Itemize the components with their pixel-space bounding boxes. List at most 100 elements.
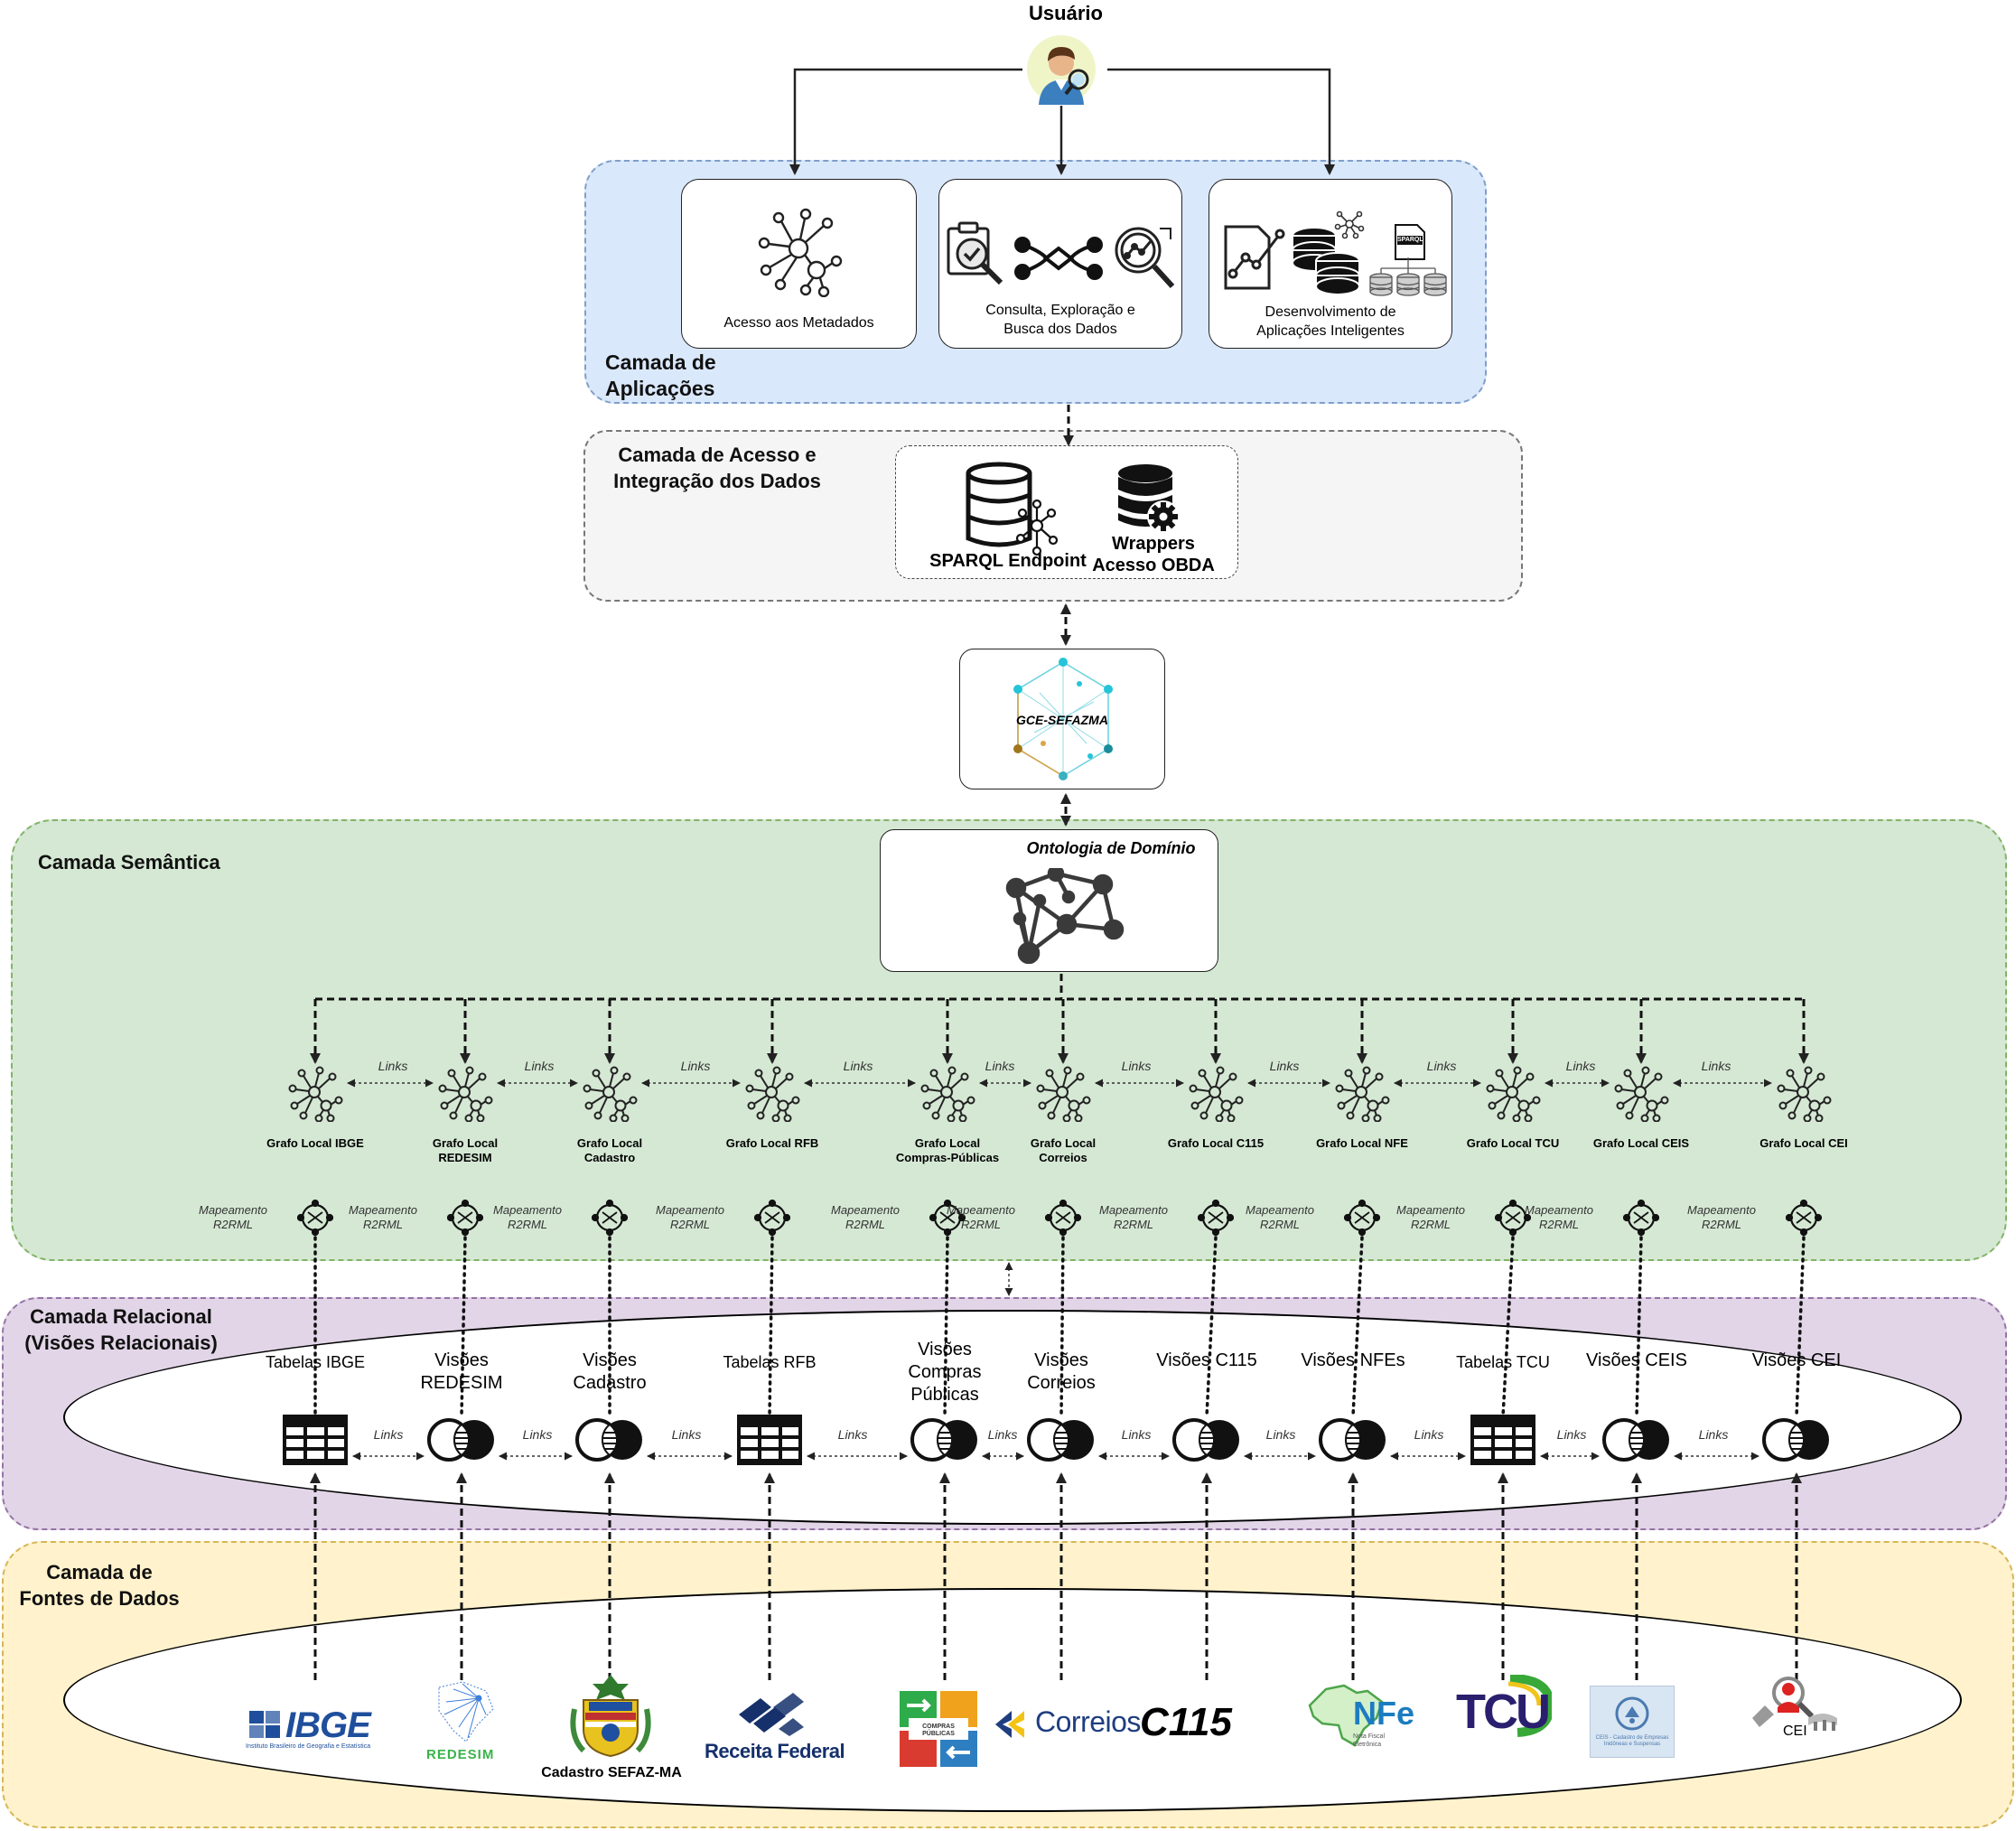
knowledge-graph-icon <box>1007 657 1119 783</box>
relational-view-label: Visões REDESIM <box>420 1350 503 1393</box>
intelligent-apps-box[interactable]: SPARQL Desenvolvimento de Aplicações Int… <box>1209 179 1452 349</box>
graph-link-label: Links <box>985 1059 1015 1073</box>
graph-link-label: Links <box>843 1059 873 1073</box>
wrappers-label: Wrappers Acesso OBDA <box>1092 534 1215 575</box>
brazil-map-icon <box>1308 1684 1384 1747</box>
relational-ellipse <box>63 1310 1962 1525</box>
gce-sefazma-box[interactable]: GCE-SEFAZMA <box>959 649 1165 789</box>
network-icon-svg <box>438 1066 493 1123</box>
relational-view-icon <box>907 1416 983 1463</box>
relational-view-icon <box>1315 1416 1391 1463</box>
ceis-seal-icon <box>1615 1696 1649 1731</box>
sources-ellipse <box>63 1588 1962 1812</box>
view-link-label: Links <box>987 1427 1018 1442</box>
graph-link-label: Links <box>1701 1059 1731 1073</box>
r2rml-mapping-label: Mapeamento R2RML <box>831 1203 900 1231</box>
local-graph-network-icon <box>582 1066 638 1123</box>
metadata-access-box[interactable]: Acesso aos Metadados <box>681 179 917 349</box>
relational-view-label: Tabelas RFB <box>723 1353 817 1371</box>
sparql-file-icon: SPARQL <box>1392 223 1428 261</box>
graph-link-label: Links <box>1565 1059 1596 1073</box>
receita-federal-logo: Receita Federal <box>705 1693 845 1765</box>
ibge-subtitle: Instituto Brasileiro de Geografia e Esta… <box>246 1743 371 1750</box>
c115-logo: C115 <box>1140 1700 1232 1744</box>
r2rml-mapping-icon <box>591 1199 629 1237</box>
relational-view-icon <box>424 1416 499 1463</box>
maranhao-coat-of-arms-icon <box>570 1675 651 1758</box>
graph-link-label: Links <box>524 1059 555 1073</box>
view-link-label: Links <box>373 1427 404 1442</box>
r2rml-mapping-icon <box>1785 1199 1823 1237</box>
nfe-logo: NFe Nota Fiscal Eletrônica <box>1304 1678 1414 1756</box>
r2rml-mapping-label: Mapeamento R2RML <box>1396 1203 1465 1231</box>
r2rml-mapping-icon <box>446 1199 484 1237</box>
relational-view-icon <box>1599 1416 1675 1463</box>
compras-publicas-logo: COMPRAS PÚBLICAS <box>900 1691 977 1767</box>
relational-view-icon <box>1759 1416 1834 1463</box>
small-network-icon <box>1334 209 1365 239</box>
correios-mark-icon <box>995 1711 1024 1738</box>
view-link-label: Links <box>1556 1427 1587 1442</box>
r2rml-mapping-label: Mapeamento R2RML <box>349 1203 417 1231</box>
local-graph-label: Grafo Local C115 <box>1167 1136 1265 1150</box>
graph-link-label: Links <box>1121 1059 1152 1073</box>
cei-logo: CEI <box>1747 1677 1841 1754</box>
view-link-label: Links <box>1265 1427 1296 1442</box>
local-graph-network-icon <box>919 1066 975 1123</box>
metadata-access-label: Acesso aos Metadados <box>723 315 874 331</box>
user-avatar-icon <box>1026 34 1097 105</box>
ceis-logo: CEIS - Cadastro de Empresas Inidôneas e … <box>1590 1686 1675 1758</box>
relational-layer-title: Camada Relacional (Visões Relacionais) <box>24 1305 218 1354</box>
local-graph-network-icon <box>287 1066 343 1123</box>
local-graph-network-icon <box>1776 1066 1832 1123</box>
r2rml-mapping-label: Mapeamento R2RML <box>1246 1203 1314 1231</box>
local-graph-label: Grafo Local TCU <box>1466 1136 1560 1150</box>
application-layer-title: Camada de Aplicações <box>605 350 716 400</box>
relational-view-icon <box>1169 1416 1245 1463</box>
network-icon-svg <box>745 1066 800 1123</box>
sources-layer-title: Camada de Fontes de Dados <box>19 1561 180 1610</box>
r2rml-mapping-label: Mapeamento R2RML <box>199 1203 267 1231</box>
access-layer-title: Camada de Acesso e Integração dos Dados <box>613 444 821 492</box>
network-icon-svg <box>1036 1066 1091 1123</box>
relational-view-label: Visões NFEs <box>1301 1350 1405 1370</box>
compras-text: COMPRAS PÚBLICAS <box>922 1724 955 1737</box>
local-graph-label: Grafo Local CEIS <box>1592 1136 1690 1150</box>
local-graph-network-icon <box>1035 1066 1091 1123</box>
local-graph-label: Grafo Local RFB <box>725 1136 819 1150</box>
local-graph-network-icon <box>1188 1066 1244 1123</box>
ontology-label: Ontologia de Domínio <box>1026 839 1196 857</box>
analytics-search-icon <box>1109 223 1178 292</box>
ceis-text: CEIS - Cadastro de Empresas Inidôneas e … <box>1595 1735 1669 1747</box>
domain-ontology-box[interactable]: Ontologia de Domínio <box>880 829 1218 972</box>
r2rml-mapping-icon <box>1622 1199 1660 1237</box>
r2rml-mapping-label: Mapeamento R2RML <box>1525 1203 1593 1231</box>
distributed-db-icon <box>1368 257 1448 299</box>
network-icon-svg <box>1486 1066 1541 1123</box>
sparql-tag: SPARQL <box>1397 237 1423 243</box>
local-graph-network-icon <box>1485 1066 1541 1123</box>
database-icon <box>1291 225 1361 295</box>
data-query-box[interactable]: Consulta, Exploração e Busca dos Dados <box>938 179 1182 349</box>
nfe-text: NFe <box>1353 1695 1415 1732</box>
semantic-layer-title: Camada Semântica <box>38 851 220 873</box>
cei-search-person-icon <box>1752 1677 1837 1731</box>
graph-link-label: Links <box>680 1059 711 1073</box>
gce-label: GCE-SEFAZMA <box>1016 713 1108 727</box>
receita-text: Receita Federal <box>705 1740 845 1762</box>
cadastro-text: Cadastro SEFAZ-MA <box>541 1765 682 1780</box>
data-query-label: Consulta, Exploração e Busca dos Dados <box>985 303 1135 337</box>
relational-view-label: Visões CEIS <box>1586 1350 1687 1370</box>
checklist-search-icon <box>945 218 1012 288</box>
r2rml-mapping-label: Mapeamento R2RML <box>1687 1203 1756 1231</box>
intelligent-apps-label: Desenvolvimento de Aplicações Inteligent… <box>1256 304 1405 339</box>
db-settings-icon <box>1116 462 1181 535</box>
relational-view-label: Visões C115 <box>1156 1350 1257 1370</box>
network-icon <box>755 207 845 298</box>
chart-document-icon <box>1220 221 1289 294</box>
r2rml-mapping-label: Mapeamento R2RML <box>493 1203 562 1231</box>
graph-link-label: Links <box>1269 1059 1300 1073</box>
graph-link-label: Links <box>1426 1059 1457 1073</box>
r2rml-mapping-icon <box>1044 1199 1082 1237</box>
